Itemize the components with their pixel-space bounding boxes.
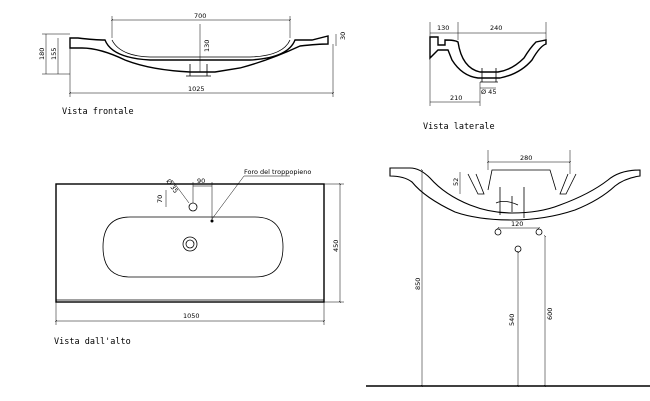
install-dim-280-label: 280 bbox=[520, 154, 532, 162]
top-dim-90: 90 bbox=[192, 177, 213, 220]
install-dim-540-label: 540 bbox=[508, 314, 516, 326]
install-dim-52-label: 52 bbox=[452, 178, 460, 186]
front-dim-700: 700 bbox=[110, 12, 292, 38]
side-view: 130 240 210 Ø 45 Vista laterale bbox=[423, 22, 547, 132]
top-view: 90 70 Ø 35 Foro del troppopieno 450 1050… bbox=[54, 168, 344, 347]
top-overflow-label: Foro del troppopieno bbox=[244, 168, 311, 176]
install-dim-540: 540 bbox=[508, 250, 520, 388]
top-overflow-callout: Foro del troppopieno bbox=[211, 168, 311, 220]
top-dim-450: 450 bbox=[324, 182, 344, 304]
install-dim-600-label: 600 bbox=[546, 308, 554, 320]
front-dim-130: 130 bbox=[199, 24, 211, 72]
install-fix-left bbox=[494, 228, 502, 236]
installation-view: 280 52 120 850 540 600 bbox=[366, 150, 650, 388]
top-view-label: Vista dall'alto bbox=[54, 337, 131, 347]
install-bracket-right bbox=[559, 173, 577, 195]
front-dim-1025-label: 1025 bbox=[188, 85, 205, 93]
side-drain bbox=[480, 68, 498, 83]
front-basin-outline bbox=[69, 35, 329, 73]
front-dim-130-label: 130 bbox=[203, 40, 211, 52]
front-dim-30: 30 bbox=[335, 32, 347, 46]
top-dim-1050-label: 1050 bbox=[183, 312, 200, 320]
top-tap-hole bbox=[188, 202, 198, 212]
install-dim-120: 120 bbox=[496, 220, 541, 230]
install-dim-850-label: 850 bbox=[414, 278, 422, 290]
side-dim-240-label: 240 bbox=[490, 24, 502, 32]
front-dim-180-label: 180 bbox=[38, 48, 46, 60]
install-dim-280: 280 bbox=[486, 150, 572, 174]
front-dim-1025: 1025 bbox=[68, 44, 335, 97]
install-basin-outline bbox=[389, 167, 641, 221]
install-drain-point bbox=[514, 245, 522, 253]
side-dim-130-label: 130 bbox=[437, 24, 449, 32]
front-dim-155-label: 155 bbox=[50, 48, 58, 60]
top-overflow-hole bbox=[210, 219, 214, 223]
side-view-label: Vista laterale bbox=[423, 122, 495, 132]
side-dim-diameter: Ø 45 bbox=[480, 87, 496, 96]
side-dim-bottom: 210 bbox=[429, 58, 481, 106]
front-dim-30-label: 30 bbox=[339, 32, 347, 40]
top-dim-1050: 1050 bbox=[54, 302, 326, 325]
top-dim-diameter: Ø 35 bbox=[164, 178, 190, 204]
top-outline bbox=[55, 183, 325, 303]
side-dim-210-label: 210 bbox=[450, 94, 462, 102]
top-dim-70: 70 bbox=[156, 190, 167, 207]
front-view: 700 130 1025 180 155 30 Vista frontale bbox=[38, 12, 347, 117]
top-dim-90-label: 90 bbox=[197, 177, 205, 185]
install-fix-right bbox=[535, 228, 543, 236]
front-dim-700-label: 700 bbox=[194, 12, 206, 20]
side-dim-top: 130 240 bbox=[429, 22, 547, 40]
top-drain-inner bbox=[185, 239, 195, 249]
front-view-label: Vista frontale bbox=[62, 107, 134, 117]
top-drain-outer bbox=[182, 236, 198, 252]
front-dim-180-155: 180 155 bbox=[38, 33, 70, 75]
front-basin-inner bbox=[111, 39, 291, 58]
install-bracket-center bbox=[487, 169, 557, 191]
install-dim-600: 600 bbox=[543, 234, 554, 388]
install-dim-120-label: 120 bbox=[511, 220, 523, 228]
side-dim-diameter-label: Ø 45 bbox=[481, 88, 496, 96]
install-dim-52: 52 bbox=[452, 172, 461, 194]
install-bracket-left bbox=[467, 173, 485, 195]
install-siphon bbox=[495, 187, 525, 218]
top-dim-70-label: 70 bbox=[156, 195, 164, 203]
top-basin-oval bbox=[102, 216, 284, 278]
side-outline bbox=[429, 36, 547, 79]
top-dim-450-label: 450 bbox=[332, 240, 340, 252]
install-dim-850: 850 bbox=[414, 168, 424, 388]
front-drain bbox=[186, 64, 211, 77]
top-dim-diameter-label: Ø 35 bbox=[164, 178, 179, 195]
